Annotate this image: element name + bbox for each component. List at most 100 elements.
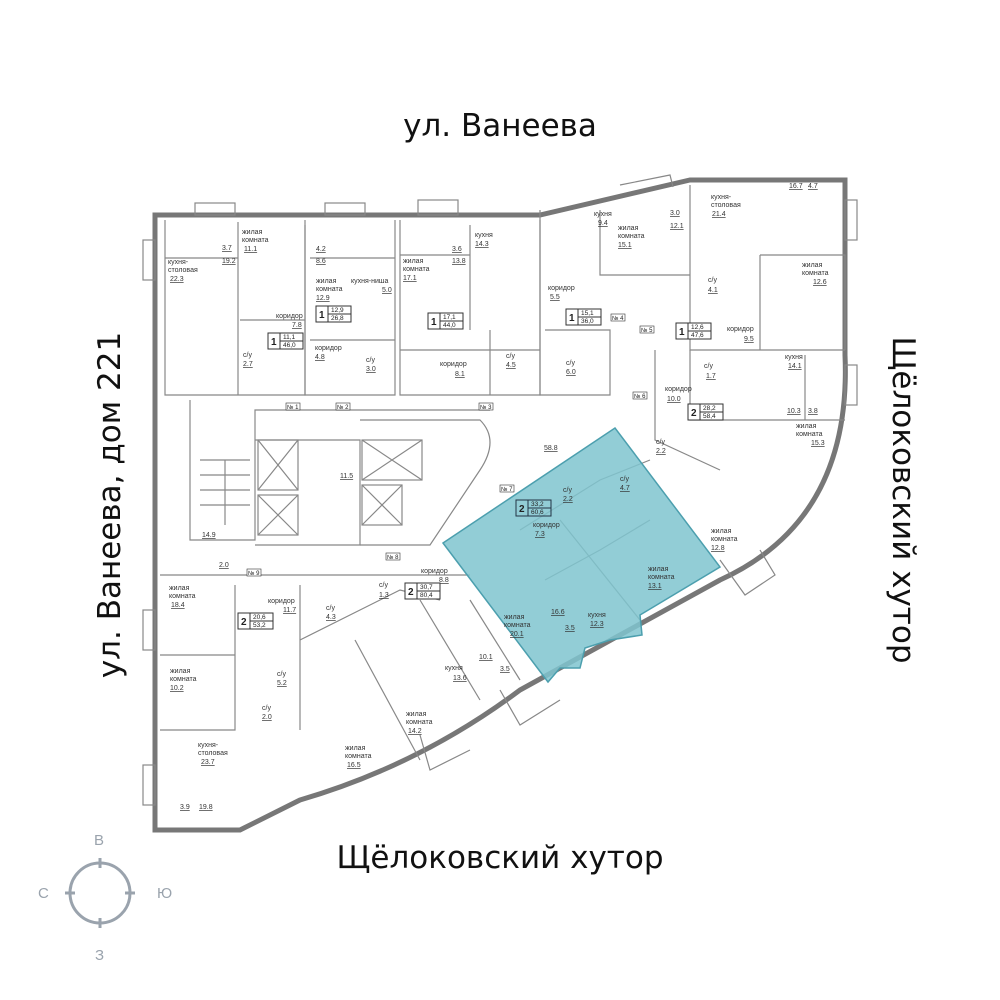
- room-area: 4.2: [316, 246, 326, 253]
- svg-text:17,1: 17,1: [443, 314, 456, 321]
- lift-lobby-area: 11.5: [340, 473, 353, 480]
- room-name: жилая: [242, 229, 263, 236]
- room-name: с/у: [566, 360, 575, 367]
- room-area: 15.3: [811, 440, 825, 447]
- room-area: 13.6: [453, 675, 467, 682]
- svg-text:11,1: 11,1: [283, 334, 296, 341]
- room-name: комната: [169, 593, 196, 600]
- room-area: 1.3: [379, 592, 389, 599]
- room-name: кухня: [475, 232, 493, 239]
- room-name: столовая: [198, 750, 228, 757]
- room-area: 4.5: [506, 362, 516, 369]
- room-area: 16.6: [551, 609, 565, 616]
- svg-text:15,1: 15,1: [581, 310, 594, 317]
- svg-text:2: 2: [408, 587, 414, 598]
- room-area: 9.5: [744, 336, 754, 343]
- room-name: с/у: [243, 352, 252, 359]
- apartment-7-selected[interactable]: с/у 2.2 с/у 4.7 коридор 7.3 жилая комнат…: [504, 476, 675, 638]
- room-name: с/у: [326, 605, 335, 612]
- room-name: жилая: [403, 258, 424, 265]
- svg-text:12,6: 12,6: [691, 324, 704, 331]
- apartment-4[interactable]: кухня 9.4 жилая комната 15.1 3.0 12.1 ко…: [548, 210, 684, 376]
- selected-apartment-highlight[interactable]: [441, 426, 722, 684]
- apartment-3[interactable]: кухня 14.3 3.6 13.8 жилая комната 17.1 к…: [403, 232, 516, 378]
- room-area: 15.1: [618, 242, 632, 249]
- room-area: 8.1: [455, 371, 465, 378]
- svg-text:53,2: 53,2: [253, 622, 266, 629]
- room-name: комната: [316, 286, 343, 293]
- room-area: 5.0: [382, 287, 392, 294]
- room-name: с/у: [262, 705, 271, 712]
- room-name: жилая: [170, 668, 191, 675]
- room-area: 2.2: [656, 448, 666, 455]
- room-name: коридор: [533, 522, 560, 529]
- street-label-top: ул. Ванеева: [403, 108, 597, 144]
- room-name: комната: [618, 233, 645, 240]
- svg-text:1: 1: [679, 327, 685, 338]
- apartment-2[interactable]: 4.2 8.6 жилая комната 12.9 кухня-ниша 5.…: [315, 246, 392, 373]
- room-name: с/у: [708, 277, 717, 284]
- apartment-5[interactable]: кухня- столовая 21.4 16.7 4.7 с/у 4.1 жи…: [675, 183, 829, 343]
- svg-text:47,6: 47,6: [691, 332, 704, 339]
- room-area: 3.9: [180, 804, 190, 811]
- apartment-9[interactable]: жилая комната 18.4 коридор 11.7 жилая ко…: [169, 585, 296, 811]
- room-area: 3.5: [500, 666, 510, 673]
- room-area: 2.0: [262, 714, 272, 721]
- room-area: 9.4: [598, 220, 608, 227]
- room-name: жилая: [648, 566, 669, 573]
- room-area: 3.8: [808, 408, 818, 415]
- compass-north: С: [38, 885, 49, 902]
- room-name: коридор: [276, 313, 303, 320]
- svg-text:№ 1: № 1: [287, 404, 299, 411]
- svg-text:№ 5: № 5: [641, 327, 653, 334]
- room-name: кухня-: [168, 259, 189, 266]
- svg-text:2: 2: [519, 504, 525, 515]
- room-name: коридор: [315, 345, 342, 352]
- room-area: 19.2: [222, 258, 236, 265]
- room-name: комната: [711, 536, 738, 543]
- room-area: 6.0: [566, 369, 576, 376]
- compass-west: З: [95, 947, 104, 964]
- svg-text:№ 4: № 4: [612, 315, 624, 322]
- room-area: 13.8: [452, 258, 466, 265]
- room-area: 10.3: [787, 408, 801, 415]
- svg-text:№ 9: № 9: [248, 570, 260, 577]
- svg-text:1: 1: [319, 310, 325, 321]
- svg-text:1: 1: [569, 313, 575, 324]
- svg-text:28,2: 28,2: [703, 405, 716, 412]
- room-area: 8.6: [316, 258, 326, 265]
- room-name: с/у: [366, 357, 375, 364]
- room-name: жилая: [406, 711, 427, 718]
- room-name: кухня-ниша: [351, 278, 389, 285]
- svg-text:1: 1: [271, 337, 277, 348]
- apartment-6[interactable]: кухня 14.1 с/у 1.7 коридор 10.0 10.3 3.8…: [656, 354, 825, 552]
- apartment-badge: 1 12,647,6: [675, 322, 712, 340]
- room-name: комната: [796, 431, 823, 438]
- room-area: 3.5: [565, 625, 575, 632]
- room-area: 12.9: [316, 295, 330, 302]
- room-name: коридор: [727, 326, 754, 333]
- room-area: 14.1: [788, 363, 802, 370]
- room-name: комната: [242, 237, 269, 244]
- room-name: комната: [345, 753, 372, 760]
- room-area: 12.6: [813, 279, 827, 286]
- svg-text:80,4: 80,4: [420, 592, 433, 599]
- room-name: с/у: [506, 353, 515, 360]
- room-area: 14.3: [475, 241, 489, 248]
- building-outline: [152, 177, 848, 833]
- room-name: комната: [170, 676, 197, 683]
- apartment-badge: 2 30,780,4: [404, 582, 441, 600]
- room-name: столовая: [168, 267, 198, 274]
- apartment-1[interactable]: жилая комната 11.1 кухня- столовая 22.3 …: [168, 229, 304, 368]
- vestibule-area: 2.0: [219, 562, 229, 569]
- room-area: 2.7: [243, 361, 253, 368]
- svg-text:12,9: 12,9: [331, 307, 344, 314]
- apartment-8[interactable]: коридор 8.8 с/у 1.3 с/у 4.3 кухня 13.6 1…: [326, 568, 510, 769]
- room-area: 10.0: [667, 396, 681, 403]
- room-name: комната: [406, 719, 433, 726]
- svg-text:30,7: 30,7: [420, 584, 433, 591]
